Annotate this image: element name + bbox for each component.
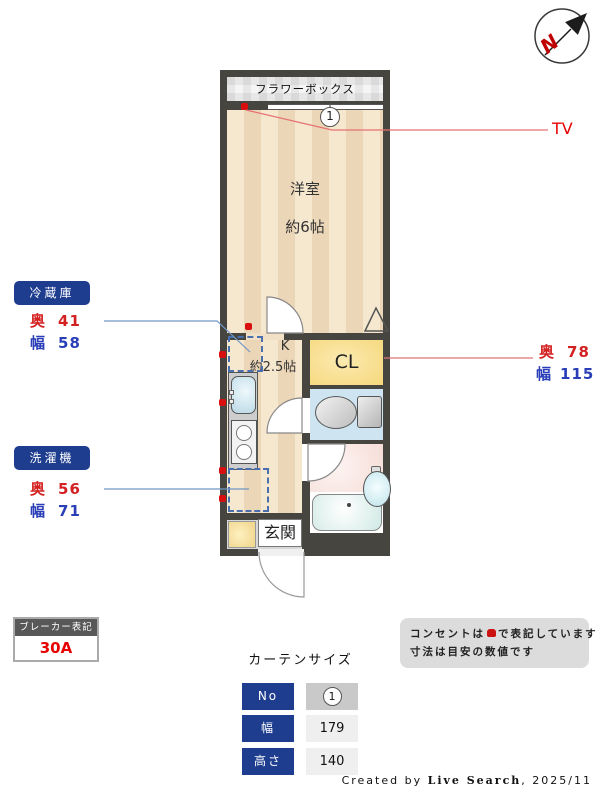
- curtain-row-no-value: 1: [306, 683, 358, 710]
- breaker-box: ブレーカー表記 30A: [13, 617, 99, 662]
- toilet-tank: [357, 396, 382, 428]
- wall-living-kitchen: [227, 333, 383, 340]
- flower-box: フラワーボックス: [227, 77, 383, 104]
- depth-label: 奥: [30, 480, 47, 498]
- curtain-row-no-label: No: [242, 683, 294, 710]
- width-value: 58: [58, 334, 81, 352]
- wall-kitchen-entrance: [227, 513, 302, 520]
- refrigerator-width: 幅 58: [30, 332, 81, 353]
- compass-icon: [534, 8, 590, 64]
- depth-value: 56: [58, 480, 81, 498]
- bathtub-drain: [347, 503, 351, 507]
- depth-value: 41: [58, 312, 81, 330]
- outlet-dot: [219, 495, 226, 502]
- door-opening: [246, 333, 284, 340]
- breaker-value: 30A: [39, 639, 73, 657]
- curtain-row-height-value: 140: [306, 748, 358, 775]
- note-text: で表記しています: [498, 628, 598, 640]
- outlet-dot: [241, 103, 248, 110]
- curtain-no-badge: 1: [322, 687, 342, 706]
- stove-burner: [236, 425, 252, 441]
- depth-label: 奥: [539, 343, 556, 361]
- tv-label: TV: [552, 119, 573, 138]
- washer-depth: 奥 56: [30, 478, 81, 499]
- footer-date: , 2025/11: [521, 774, 592, 787]
- width-value: 71: [58, 502, 81, 520]
- refrigerator-badge: 冷蔵庫: [14, 281, 90, 305]
- note-text: コンセントは: [410, 628, 485, 640]
- flower-box-label: フラワーボックス: [255, 82, 355, 96]
- legend-note-line1: コンセントは で表記しています: [410, 626, 596, 644]
- width-label: 幅: [536, 365, 553, 383]
- kitchen-sink: [231, 376, 256, 414]
- stove-burner: [236, 444, 252, 460]
- breaker-title: ブレーカー表記: [15, 619, 97, 636]
- outlet-dot: [245, 323, 252, 330]
- curtain-row-width-label: 幅: [242, 715, 294, 742]
- wall-closet-toilet: [310, 385, 383, 389]
- closet-label: CL: [334, 351, 359, 373]
- kitchen-name: K: [280, 339, 290, 354]
- outlet-dot: [219, 351, 226, 358]
- living-room: [227, 110, 383, 333]
- washer-badge: 洗濯機: [14, 446, 90, 470]
- bath-door-opening: [302, 444, 310, 481]
- outlet-dot: [219, 399, 226, 406]
- curtain-size-title: カーテンサイズ: [248, 653, 353, 668]
- entrance-label-box: 玄関: [258, 519, 302, 547]
- living-room-name: 洋室: [289, 180, 320, 198]
- washer-space: [228, 468, 269, 512]
- entrance-step: [258, 549, 304, 556]
- wall-bottom-right: [310, 533, 383, 549]
- outlet-dot-icon: [487, 629, 496, 637]
- footer-credit: Created by Live Search, 2025/11: [290, 774, 592, 787]
- legend-note-line2: 寸法は目安の数値です: [410, 645, 535, 658]
- entrance-door-arc: [258, 551, 305, 598]
- wall-toilet-bath: [310, 440, 383, 444]
- closet-depth: 奥 78: [539, 341, 590, 362]
- curtain-row-height-label: 高さ: [242, 748, 294, 775]
- closet: CL: [310, 340, 383, 385]
- width-label: 幅: [30, 502, 47, 520]
- sink-knob: [229, 399, 234, 404]
- footer-brand: Live Search: [427, 774, 522, 787]
- footer-created-by: Created by: [341, 774, 423, 787]
- washbasin: [363, 471, 391, 507]
- curtain-row-width-value: 179: [306, 715, 358, 742]
- width-label: 幅: [30, 334, 47, 352]
- depth-label: 奥: [30, 312, 47, 330]
- toilet-door-opening: [302, 398, 310, 433]
- depth-value: 78: [567, 343, 590, 361]
- outlet-dot: [219, 467, 226, 474]
- living-room-size: 約6帖: [285, 218, 325, 236]
- refrigerator-depth: 奥 41: [30, 310, 81, 331]
- window-number-badge: 1: [320, 107, 340, 127]
- width-value: 115: [560, 365, 595, 383]
- window-number: 1: [326, 109, 334, 123]
- sink-knob: [229, 390, 234, 395]
- shoe-box: [228, 521, 256, 548]
- closet-width: 幅 115: [536, 363, 594, 384]
- legend-note: コンセントは で表記しています 寸法は目安の数値です: [400, 618, 596, 668]
- toilet-bowl: [315, 396, 357, 429]
- entrance-label: 玄関: [263, 523, 296, 542]
- washer-width: 幅 71: [30, 500, 81, 521]
- refrigerator-space: [228, 336, 263, 372]
